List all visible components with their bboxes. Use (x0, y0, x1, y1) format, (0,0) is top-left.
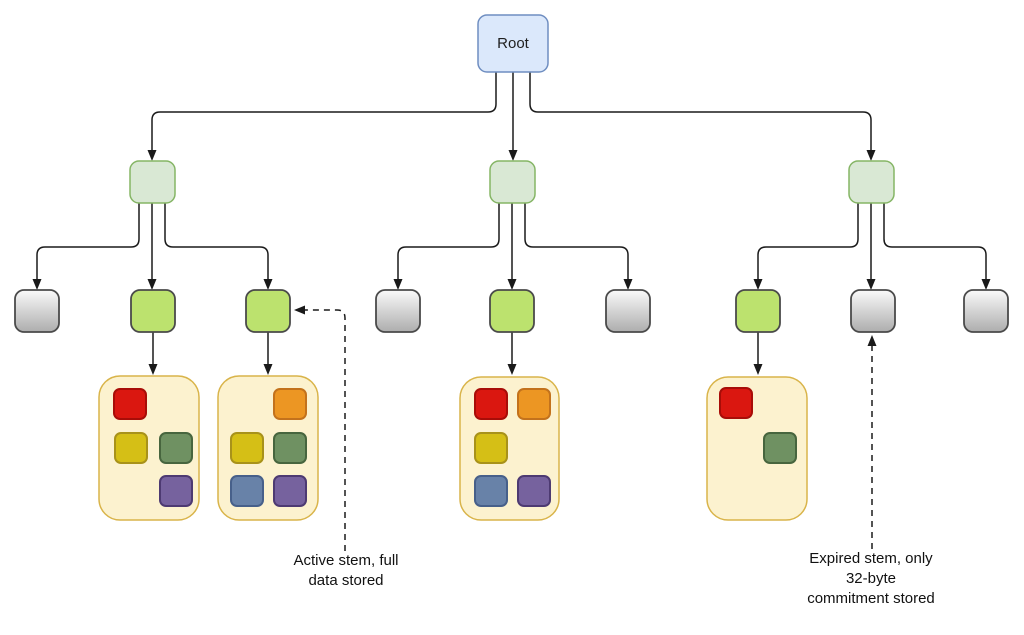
edge-branch2-stem3 (524, 203, 633, 290)
branch-node-middle (489, 160, 536, 204)
leaf-value-green (159, 432, 193, 464)
root-label: Root (497, 35, 529, 52)
edge-root-branch-left (147, 72, 497, 161)
leaf-value-yellow (474, 432, 508, 464)
leaf-groups (98, 375, 808, 521)
edges (32, 72, 991, 375)
callout-arrows (294, 305, 877, 551)
leaf-values-group4 (719, 387, 797, 464)
edge-branch2-stem1 (393, 203, 500, 290)
annotation-arrow-active-stem (294, 305, 346, 551)
leaf-value-red (719, 387, 753, 419)
leaf-value-green (763, 432, 797, 464)
annotation-active-stem: Active stem, full data stored (293, 552, 399, 589)
leaf-value-blue (230, 475, 264, 507)
leaf-value-purple (159, 475, 193, 507)
edge-branch1-stem3 (164, 203, 273, 290)
leaf-value-orange (273, 388, 307, 420)
leaf-value-red (474, 388, 508, 420)
leaf-values-group3 (474, 388, 551, 507)
leaf-values-group2 (230, 388, 307, 507)
root-node (477, 14, 549, 73)
active-stem-nodes (130, 289, 781, 333)
branch-node-left (129, 160, 176, 204)
leaf-value-purple (273, 475, 307, 507)
branch-node-right (848, 160, 895, 204)
stem-node-active (130, 289, 176, 333)
expired-stem-nodes (14, 289, 1009, 333)
stem-node-expired (850, 289, 896, 333)
stem-node-expired (605, 289, 651, 333)
leaf-value-orange (517, 388, 551, 420)
leaf-value-yellow (114, 432, 148, 464)
stem-node-expired (375, 289, 421, 333)
edge-branch3-stem3 (883, 203, 991, 290)
leaf-values-group1 (113, 388, 193, 507)
stem-node-expired (14, 289, 60, 333)
leaf-value-yellow (230, 432, 264, 464)
edge-branch3-stem1 (753, 203, 859, 290)
branch-nodes (129, 160, 895, 204)
stem-node-active (245, 289, 291, 333)
annotation-expired-stem: Expired stem, only 32-byte commitment st… (807, 550, 935, 607)
stem-node-active (735, 289, 781, 333)
stem-node-expired (963, 289, 1009, 333)
leaf-value-purple (517, 475, 551, 507)
edge-branch1-stem1 (32, 203, 140, 290)
leaf-value-green (273, 432, 307, 464)
edge-root-branch-right (529, 72, 876, 161)
leaf-value-red (113, 388, 147, 420)
leaf-value-blue (474, 475, 508, 507)
stem-node-active (489, 289, 535, 333)
